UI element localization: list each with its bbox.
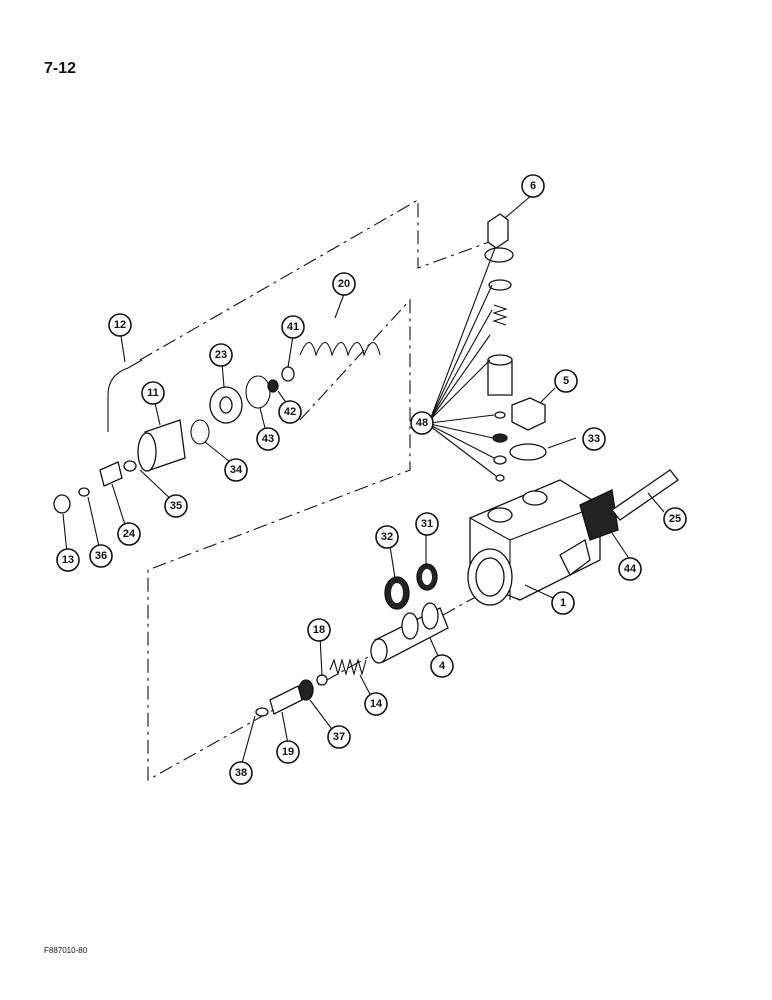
callout-19: 19 [276, 740, 300, 764]
svg-text:43: 43 [262, 433, 274, 445]
svg-text:24: 24 [123, 528, 136, 540]
callout-6: 6 [521, 174, 545, 198]
svg-text:38: 38 [235, 767, 247, 779]
svg-text:20: 20 [338, 278, 350, 290]
callout-32: 32 [375, 525, 399, 549]
svg-text:13: 13 [62, 554, 74, 566]
svg-text:48: 48 [416, 417, 428, 429]
seal-parts-31-32 [384, 563, 438, 610]
svg-text:11: 11 [147, 387, 159, 399]
svg-text:25: 25 [669, 513, 681, 525]
callout-25: 25 [663, 507, 687, 531]
figure-code: F887010-80 [44, 946, 88, 955]
callout-48: 48 [410, 411, 434, 435]
svg-text:5: 5 [563, 375, 569, 387]
callout-20: 20 [332, 272, 356, 296]
callout-14: 14 [364, 692, 388, 716]
svg-text:42: 42 [284, 406, 296, 418]
svg-text:23: 23 [215, 349, 227, 361]
svg-text:33: 33 [588, 433, 600, 445]
valve-body-part [467, 479, 601, 606]
callout-36: 36 [89, 544, 113, 568]
callout-42: 42 [278, 400, 302, 424]
svg-text:6: 6 [530, 180, 536, 192]
svg-text:31: 31 [421, 518, 433, 530]
callout-34: 34 [224, 458, 248, 482]
callout-24: 24 [117, 522, 141, 546]
svg-text:34: 34 [230, 464, 243, 476]
svg-text:35: 35 [170, 500, 182, 512]
callout-33: 33 [582, 427, 606, 451]
callout-31: 31 [415, 512, 439, 536]
callout-23: 23 [209, 343, 233, 367]
svg-text:36: 36 [95, 550, 107, 562]
svg-text:1: 1 [560, 597, 566, 609]
callout-11: 11 [141, 381, 165, 405]
callout-35: 35 [164, 494, 188, 518]
svg-text:18: 18 [313, 624, 325, 636]
callout-12: 12 [108, 313, 132, 337]
callout-41: 41 [281, 315, 305, 339]
svg-text:4: 4 [439, 660, 446, 672]
plug-part-5 [509, 397, 547, 461]
callout-4: 4 [430, 654, 454, 678]
svg-text:32: 32 [381, 531, 393, 543]
callout-44: 44 [618, 557, 642, 581]
callout-5: 5 [554, 369, 578, 393]
spool-part [370, 602, 449, 664]
callout-37: 37 [327, 725, 351, 749]
svg-text:44: 44 [624, 563, 637, 575]
callout-18: 18 [307, 618, 331, 642]
left-assembly-parts [53, 341, 381, 514]
callout-43: 43 [256, 427, 280, 451]
callout-13: 13 [56, 548, 80, 572]
svg-text:19: 19 [282, 746, 294, 758]
boot-and-rod-parts [579, 469, 679, 541]
callout-1: 1 [551, 591, 575, 615]
callout-38: 38 [229, 761, 253, 785]
spring-and-seat-parts [255, 657, 367, 717]
relief-valve-stack [484, 213, 514, 482]
svg-text:14: 14 [370, 698, 383, 710]
svg-text:37: 37 [333, 731, 345, 743]
svg-text:12: 12 [114, 319, 126, 331]
leader-lines [62, 194, 665, 768]
centerlines [139, 199, 561, 781]
page-number: 7-12 [44, 60, 77, 77]
svg-text:41: 41 [287, 321, 299, 333]
